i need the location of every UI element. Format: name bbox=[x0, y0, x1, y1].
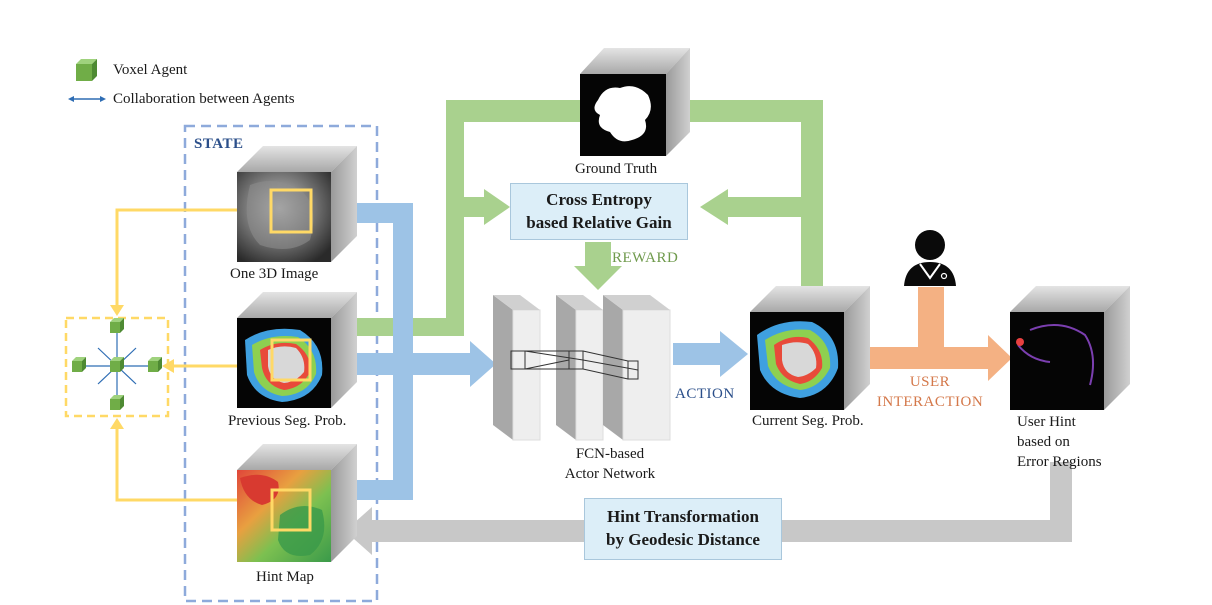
hint-map-label: Hint Map bbox=[256, 569, 314, 585]
user-interaction-line-1: USER bbox=[909, 374, 951, 390]
previous-seg-label: Previous Seg. Prob. bbox=[228, 413, 347, 429]
user-interaction-label: USER INTERACTION bbox=[870, 372, 990, 412]
voxel-agents-cluster bbox=[72, 318, 162, 410]
voxel-agent-icon bbox=[110, 395, 124, 410]
one-3d-image-cube bbox=[237, 146, 357, 262]
cross-entropy-line-1: Cross Entropy bbox=[546, 189, 652, 209]
cross-entropy-box: Cross Entropy based Relative Gain bbox=[510, 183, 688, 240]
action-label: ACTION bbox=[675, 386, 735, 402]
collaboration-arrow-icon bbox=[68, 96, 106, 102]
reward-label: REWARD bbox=[612, 250, 679, 266]
cross-entropy-line-2: based Relative Gain bbox=[526, 212, 672, 232]
doctor-icon bbox=[904, 230, 956, 286]
voxel-agent-box bbox=[64, 316, 170, 418]
legend-collaboration-label: Collaboration between Agents bbox=[113, 91, 295, 107]
legend-voxel-agent-label: Voxel Agent bbox=[113, 62, 188, 78]
network-label: FCN-based Actor Network bbox=[540, 444, 680, 484]
state-title: STATE bbox=[194, 136, 244, 152]
ground-truth-cube bbox=[580, 48, 690, 156]
voxel-agent-icon bbox=[72, 357, 86, 372]
current-seg-label: Current Seg. Prob. bbox=[752, 413, 864, 429]
yellow-agent-arrows bbox=[115, 208, 270, 502]
state-box bbox=[183, 124, 379, 603]
fcn-actor-network bbox=[493, 295, 671, 441]
user-hint-line-3: Error Regions bbox=[1017, 454, 1102, 470]
network-line-1: FCN-based bbox=[575, 446, 645, 462]
ground-truth-label: Ground Truth bbox=[575, 161, 658, 177]
hint-transform-line-1: Hint Transformation bbox=[607, 507, 759, 527]
user-hint-line-1: User Hint bbox=[1017, 414, 1076, 430]
legend bbox=[68, 59, 106, 102]
previous-seg-cube bbox=[237, 292, 357, 408]
user-hint-cube bbox=[1010, 286, 1130, 410]
voxel-agent-legend-icon bbox=[76, 59, 97, 81]
voxel-agent-icon bbox=[110, 357, 124, 372]
user-interaction-line-2: INTERACTION bbox=[876, 394, 984, 410]
voxel-agent-icon bbox=[110, 318, 124, 333]
voxel-agent-icon bbox=[148, 357, 162, 372]
hint-transform-box: Hint Transformation by Geodesic Distance bbox=[584, 498, 782, 560]
blue-state-arrows bbox=[343, 203, 748, 500]
current-seg-cube bbox=[750, 286, 870, 410]
user-hint-line-2: based on bbox=[1017, 434, 1070, 450]
network-line-2: Actor Network bbox=[564, 466, 656, 482]
green-reward-arrows bbox=[343, 100, 823, 336]
hint-map-cube bbox=[237, 444, 357, 562]
orange-interaction-arrow bbox=[865, 287, 1012, 381]
one-3d-image-label: One 3D Image bbox=[230, 266, 319, 282]
user-hint-label: User Hint based on Error Regions bbox=[1017, 412, 1102, 472]
hint-transform-line-2: by Geodesic Distance bbox=[606, 530, 760, 549]
